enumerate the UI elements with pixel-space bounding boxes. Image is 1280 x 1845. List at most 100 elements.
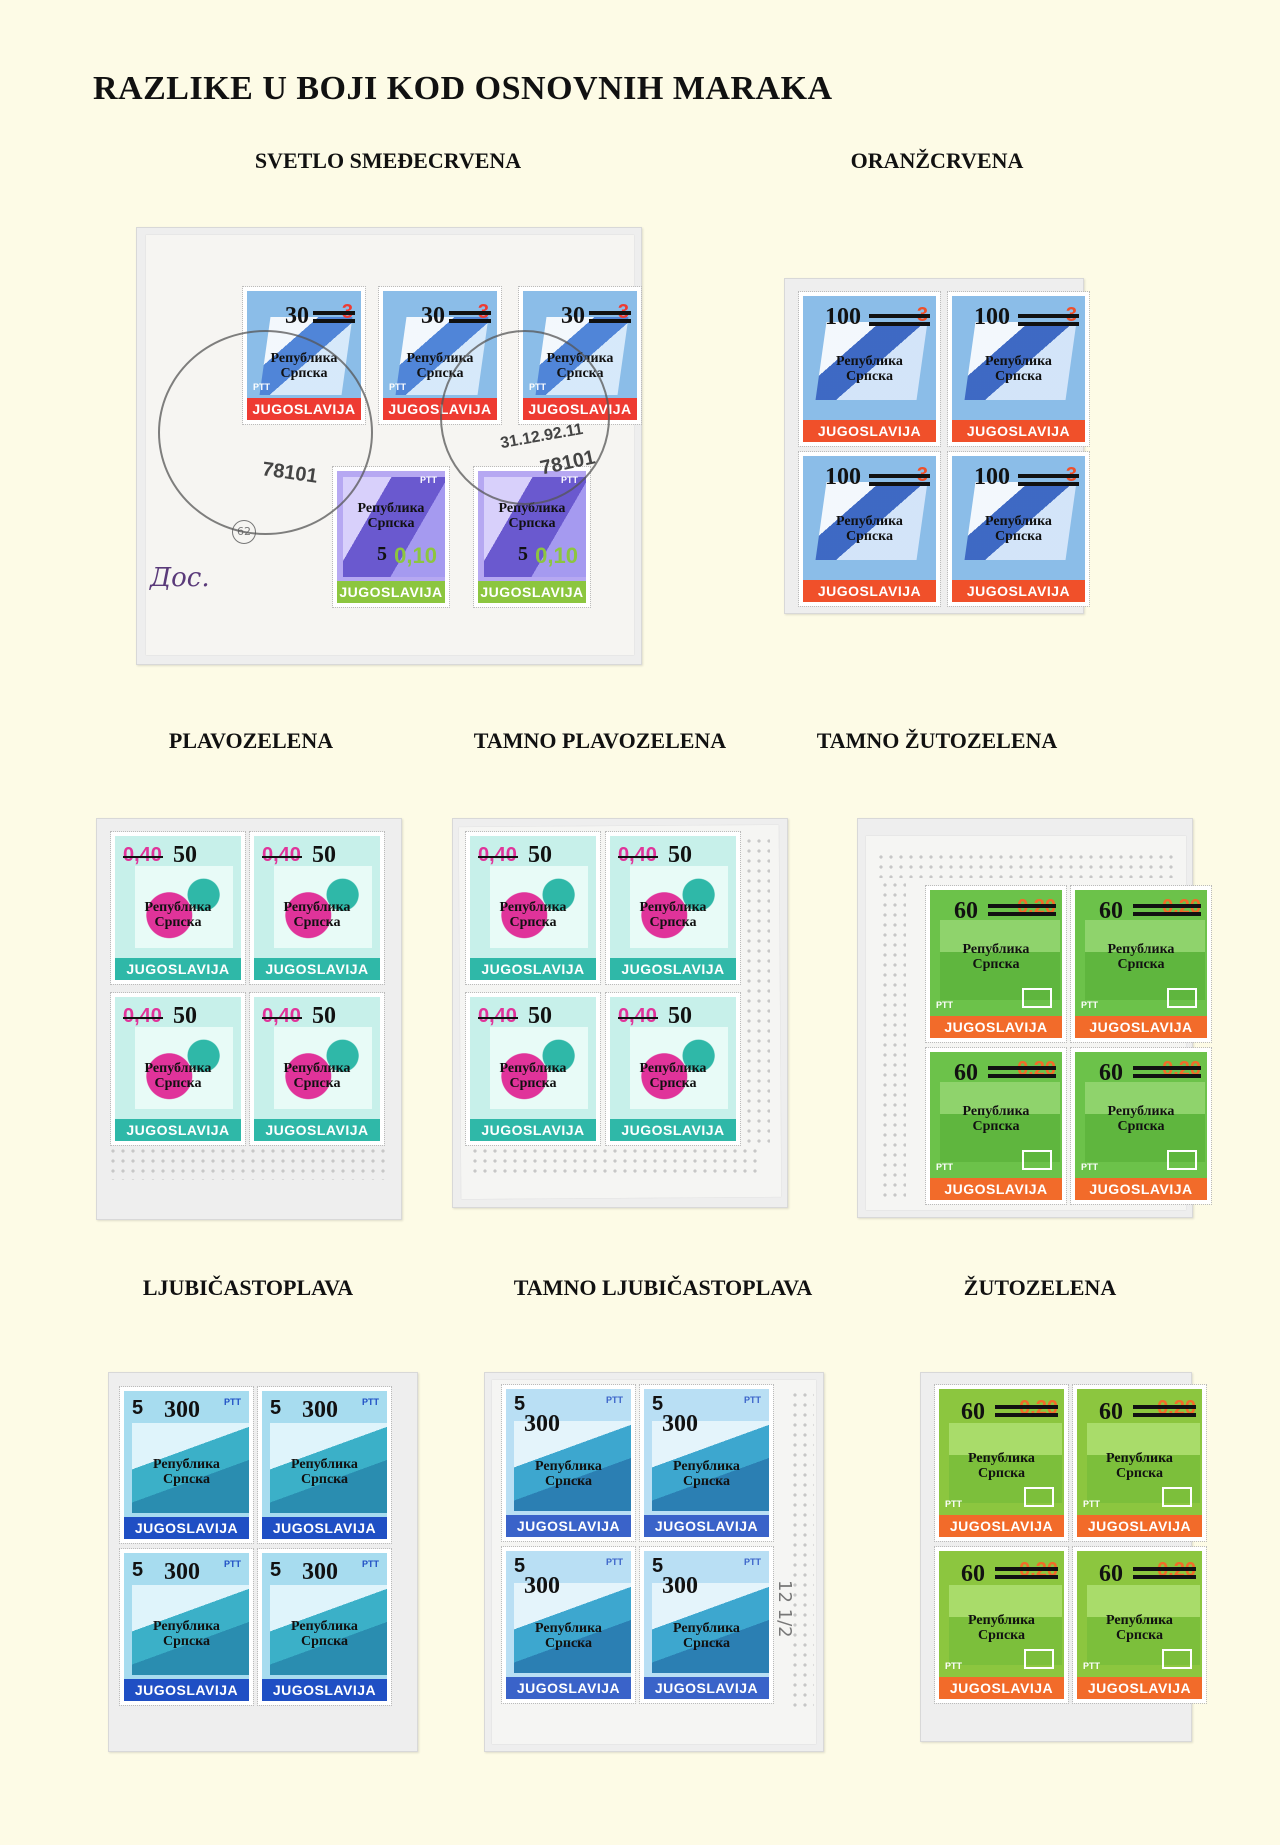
overprint-republika: Република bbox=[153, 1457, 220, 1472]
overprint-republika: Република bbox=[836, 514, 903, 529]
telephone-operator-drawing bbox=[274, 866, 372, 948]
stamp-country-label: JUGOSLAVIJA bbox=[470, 958, 596, 980]
obliterating-bar bbox=[988, 912, 1056, 916]
obliterating-bar bbox=[1018, 482, 1079, 486]
stamp-country-label: JUGOSLAVIJA bbox=[470, 1119, 596, 1141]
stamp-country-label: JUGOSLAVIJA bbox=[1077, 1515, 1202, 1537]
obliterating-bar bbox=[589, 311, 631, 315]
overprint-republika: Република bbox=[499, 900, 567, 915]
overprint-republika: Република bbox=[283, 900, 351, 915]
overprint-srpska: Српска bbox=[649, 915, 697, 930]
surcharge-value: 60 bbox=[1099, 898, 1123, 924]
pencil-note: 12 1/2 bbox=[774, 1580, 795, 1638]
surcharge-value: 5 bbox=[518, 543, 528, 565]
stamp-country-label: JUGOSLAVIJA bbox=[610, 1119, 736, 1141]
overprint-republika: Република bbox=[985, 354, 1052, 369]
original-value: 5 bbox=[514, 1555, 526, 1577]
caption-plavozelena: PLAVOZELENA bbox=[168, 728, 334, 753]
surcharge-value: 300 bbox=[662, 1573, 698, 1599]
ptt-label: PTT bbox=[945, 1499, 962, 1509]
obliterating-bar bbox=[869, 482, 930, 486]
ptt-label: PTT bbox=[420, 475, 437, 485]
envelope-drawing bbox=[1024, 1487, 1054, 1507]
telephone-operator-drawing bbox=[630, 1027, 728, 1109]
overprint-republika: Република bbox=[639, 900, 707, 915]
obliterating-bar bbox=[1133, 904, 1201, 908]
sheet-margin bbox=[790, 1390, 814, 1710]
stamp-country-label: JUGOSLAVIJA bbox=[337, 581, 445, 603]
stamp: 1003JUGOSLAVIJAРепубликаСрпска bbox=[947, 291, 1090, 447]
overprint-srpska: Српска bbox=[1115, 1466, 1164, 1481]
overprint-republika: Република bbox=[673, 1621, 740, 1636]
circle-mark: 62 bbox=[232, 520, 256, 544]
overprint-srpska: Српска bbox=[1117, 1119, 1165, 1134]
overprint-srpska: Српска bbox=[509, 915, 557, 930]
airplane-map-drawing bbox=[652, 1583, 769, 1673]
stamp-country-label: JUGOSLAVIJA bbox=[939, 1515, 1064, 1537]
ptt-label: PTT bbox=[1083, 1661, 1100, 1671]
overprint-srpska: Српска bbox=[162, 1472, 211, 1487]
original-value: 0,10 bbox=[394, 543, 437, 568]
stamp: 600,20PTTJUGOSLAVIJAРепубликаСрпска bbox=[1070, 885, 1212, 1043]
surcharge-value: 50 bbox=[173, 842, 197, 868]
envelope-drawing bbox=[1022, 988, 1052, 1008]
obliterating-bar bbox=[618, 1017, 658, 1019]
ptt-label: PTT bbox=[744, 1557, 761, 1567]
original-value: 5 bbox=[652, 1393, 664, 1415]
overprint-republika: Република bbox=[499, 1061, 567, 1076]
overprint-republika: Република bbox=[836, 354, 903, 369]
surcharge-value: 50 bbox=[528, 1003, 552, 1029]
surcharge-value: 300 bbox=[662, 1411, 698, 1437]
stamp-country-label: JUGOSLAVIJA bbox=[262, 1679, 387, 1701]
overprint-srpska: Српска bbox=[649, 1076, 697, 1091]
original-value: 5 bbox=[132, 1397, 144, 1419]
surcharge-value: 60 bbox=[1099, 1060, 1123, 1086]
airplane-map-drawing bbox=[270, 1585, 387, 1675]
stamp-country-label: JUGOSLAVIJA bbox=[247, 398, 361, 420]
postal-worker-drawing bbox=[343, 477, 445, 577]
stamp: 1003JUGOSLAVIJAРепубликаСрпска bbox=[798, 291, 941, 447]
overprint-srpska: Српска bbox=[1117, 957, 1165, 972]
airplane-map-drawing bbox=[514, 1421, 631, 1511]
obliterating-bar bbox=[869, 322, 930, 326]
surcharge-value: 300 bbox=[302, 1397, 338, 1423]
overprint-republika: Република bbox=[639, 1061, 707, 1076]
stamp-country-label: JUGOSLAVIJA bbox=[506, 1677, 631, 1699]
stamp-country-label: JUGOSLAVIJA bbox=[930, 1016, 1062, 1038]
ptt-label: PTT bbox=[1081, 1162, 1098, 1172]
ptt-label: PTT bbox=[362, 1397, 379, 1407]
overprint-republika: Република bbox=[357, 501, 425, 516]
caption-ljubicastoplava: LJUBIČASTOPLAVA bbox=[142, 1275, 354, 1300]
obliterating-bar bbox=[1133, 1066, 1201, 1070]
stamp-country-label: JUGOSLAVIJA bbox=[952, 420, 1085, 442]
obliterating-bar bbox=[262, 1017, 302, 1019]
obliterating-bar bbox=[988, 904, 1056, 908]
overprint-srpska: Српска bbox=[556, 366, 604, 381]
surcharge-value: 60 bbox=[961, 1399, 985, 1425]
surcharge-value: 60 bbox=[1099, 1399, 1123, 1425]
surcharge-value: 300 bbox=[524, 1411, 560, 1437]
stamp: 303PTTJUGOSLAVIJAРепубликаСрпска bbox=[378, 286, 502, 425]
original-value: 5 bbox=[652, 1555, 664, 1577]
stamp-country-label: JUGOSLAVIJA bbox=[124, 1679, 249, 1701]
overprint-republika: Република bbox=[546, 351, 614, 366]
ptt-label: PTT bbox=[253, 382, 270, 392]
obliterating-bar bbox=[1018, 322, 1079, 326]
surcharge-value: 300 bbox=[164, 1559, 200, 1585]
telephone-operator-drawing bbox=[630, 866, 728, 948]
original-value: 0,40 bbox=[123, 844, 162, 866]
stamp: 600,20PTTJUGOSLAVIJAРепубликаСрпска bbox=[1072, 1384, 1207, 1542]
surcharge-value: 100 bbox=[825, 304, 861, 330]
surcharge-value: 50 bbox=[312, 1003, 336, 1029]
surcharge-value: 30 bbox=[561, 303, 585, 329]
stamp: 1003JUGOSLAVIJAРепубликаСрпска bbox=[947, 451, 1090, 607]
ptt-label: PTT bbox=[744, 1395, 761, 1405]
stamp-country-label: JUGOSLAVIJA bbox=[383, 398, 497, 420]
overprint-srpska: Српска bbox=[977, 1466, 1026, 1481]
envelope-drawing bbox=[1162, 1649, 1192, 1669]
